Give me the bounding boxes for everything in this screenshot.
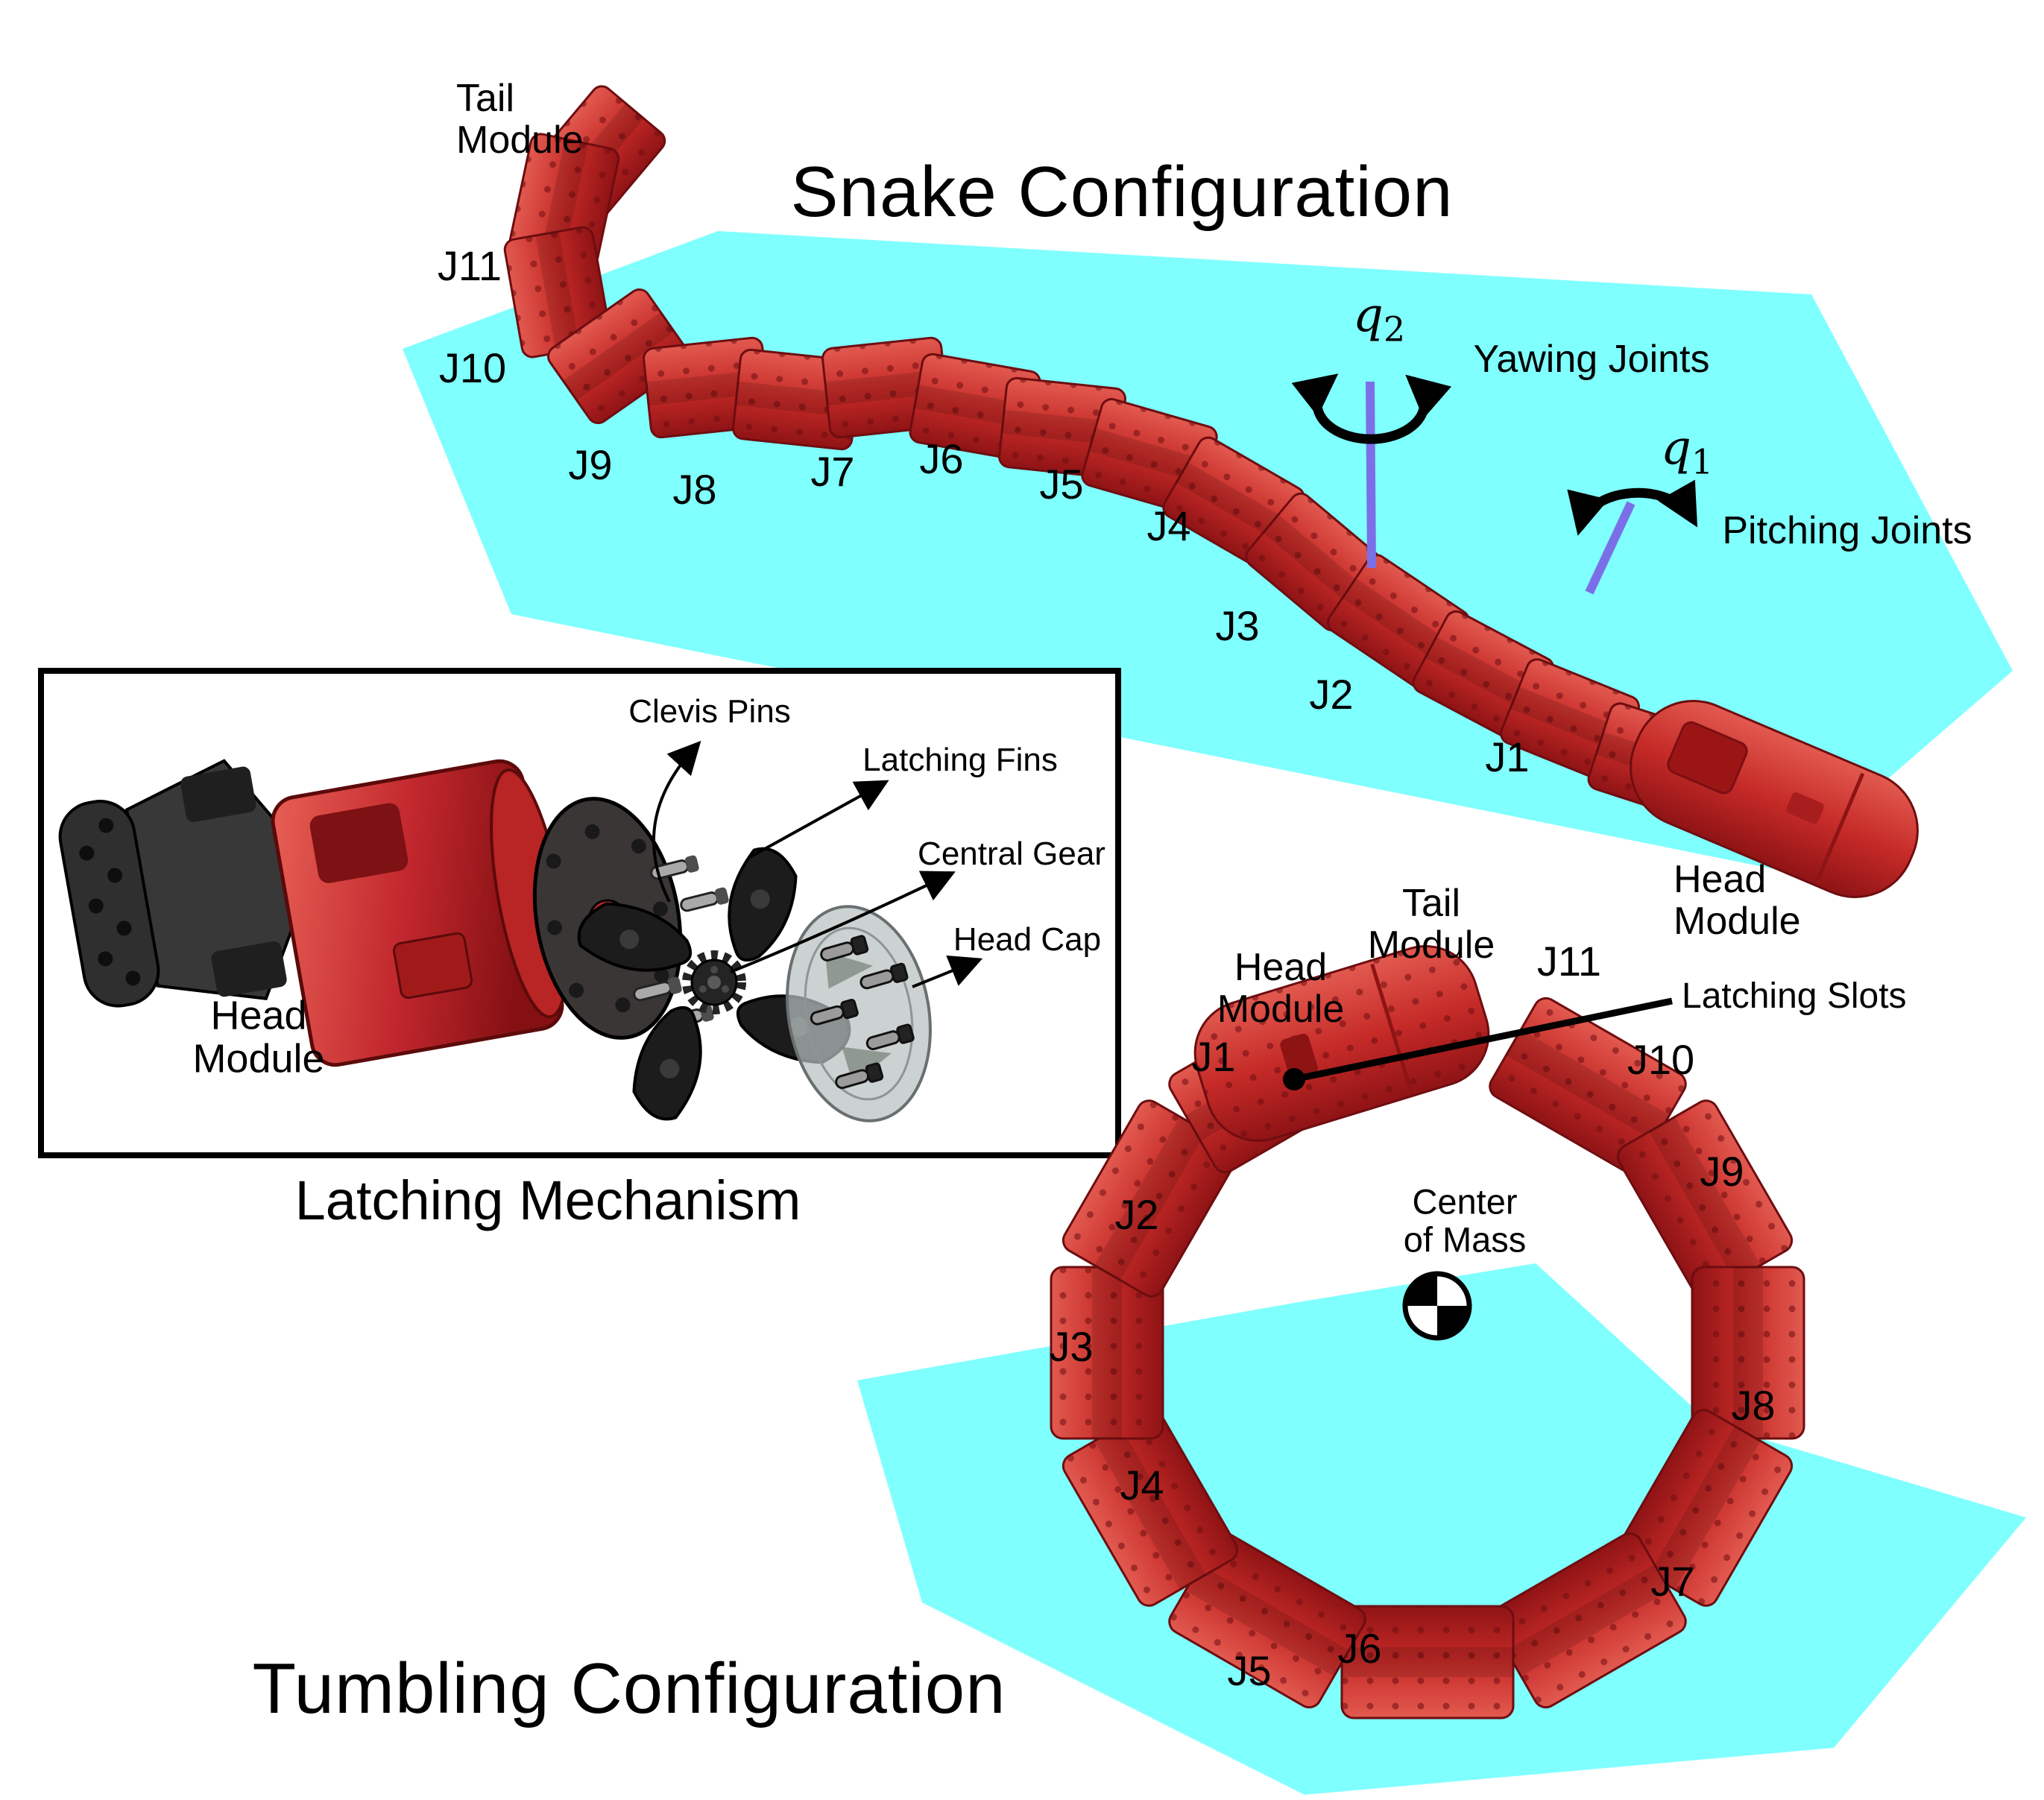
snake-robot — [502, 80, 1919, 898]
snake-tail-module-label: Tail Module — [456, 77, 584, 162]
tumbling-joint-label-j6: J6 — [1337, 1624, 1382, 1672]
latching-slots-label: Latching Slots — [1682, 976, 1907, 1017]
snake-joint-label-j2: J2 — [1309, 670, 1354, 718]
tumbling-joint-label-j1: J1 — [1191, 1032, 1236, 1080]
tumbling-joint-label-j11: J11 — [1536, 937, 1602, 985]
tumbling-robot — [1050, 945, 1805, 1720]
tumbling-tail-module-label: Tail Module — [1367, 881, 1495, 967]
head-cap-arrow-icon — [912, 955, 983, 988]
tumbling-joint-label-j4: J4 — [1120, 1461, 1164, 1509]
yawing-rotation-arrow-icon — [1291, 373, 1452, 444]
snake-joint-label-j8: J8 — [672, 465, 717, 513]
tumbling-tail-module-body — [1193, 945, 1490, 1142]
pitching-joints-label: Pitching Joints — [1722, 508, 1972, 552]
central-gear-arrow-icon — [730, 871, 956, 973]
tumbling-head-module-label: Head Module — [1217, 945, 1345, 1031]
tumbling-joint-label-j3: J3 — [1049, 1322, 1094, 1370]
inset-head-module-label: Head Module — [192, 993, 325, 1081]
snake-joint-label-j11: J11 — [437, 241, 502, 289]
central-gear-part — [682, 950, 746, 1014]
center-of-mass-label: Center of Mass — [1403, 1181, 1527, 1259]
snake-configuration-title: Snake Configuration — [790, 152, 1454, 233]
central-gear-label: Central Gear — [918, 836, 1105, 873]
snake-joint-label-j3: J3 — [1215, 601, 1260, 649]
latching-fins-label: Latching Fins — [862, 742, 1058, 779]
clevis-bracket — [58, 759, 299, 1008]
pitching-rotation-arrow-icon — [1567, 479, 1698, 536]
yaw-axis-line — [1366, 381, 1376, 569]
tumbling-joint-label-j5: J5 — [1227, 1646, 1272, 1694]
pitch-angle-symbol: q1 — [1660, 420, 1714, 482]
latching-fins-arrow-icon — [749, 780, 889, 859]
latching-mechanism-caption: Latching Mechanism — [294, 1169, 801, 1232]
snake-joint-label-j9: J9 — [568, 440, 613, 488]
tumbling-joint-label-j2: J2 — [1114, 1190, 1159, 1238]
latching-mechanism-drawing — [58, 740, 983, 1127]
latching-slots-leader-line — [1283, 997, 1673, 1090]
yaw-angle-symbol: q2 — [1352, 287, 1406, 350]
snake-joint-label-j10: J10 — [438, 344, 507, 391]
snake-joint-label-j5: J5 — [1039, 460, 1084, 508]
snake-joint-label-j4: J4 — [1146, 502, 1191, 549]
yawing-joints-label: Yawing Joints — [1473, 337, 1710, 381]
tumbling-joint-label-j7: J7 — [1650, 1557, 1695, 1605]
center-of-mass-icon — [1402, 1271, 1472, 1341]
tumbling-joint-label-j8: J8 — [1731, 1381, 1776, 1429]
snake-head-module-label: Head Module — [1674, 858, 1801, 944]
snake-head-module-body — [1630, 700, 1919, 898]
tumbling-joint-label-j9: J9 — [1700, 1147, 1744, 1195]
snake-joint-label-j1: J1 — [1485, 733, 1530, 780]
snake-joint-label-j6: J6 — [919, 435, 964, 482]
head-cap-part — [786, 905, 932, 1122]
tumbling-joint-label-j10: J10 — [1627, 1035, 1695, 1083]
clevis-pins-arrow-icon — [652, 740, 701, 903]
clevis-pins-label: Clevis Pins — [628, 693, 791, 730]
snake-joint-label-j7: J7 — [810, 447, 855, 495]
tumbling-configuration-title: Tumbling Configuration — [252, 1649, 1006, 1729]
head-cap-label: Head Cap — [953, 921, 1102, 959]
